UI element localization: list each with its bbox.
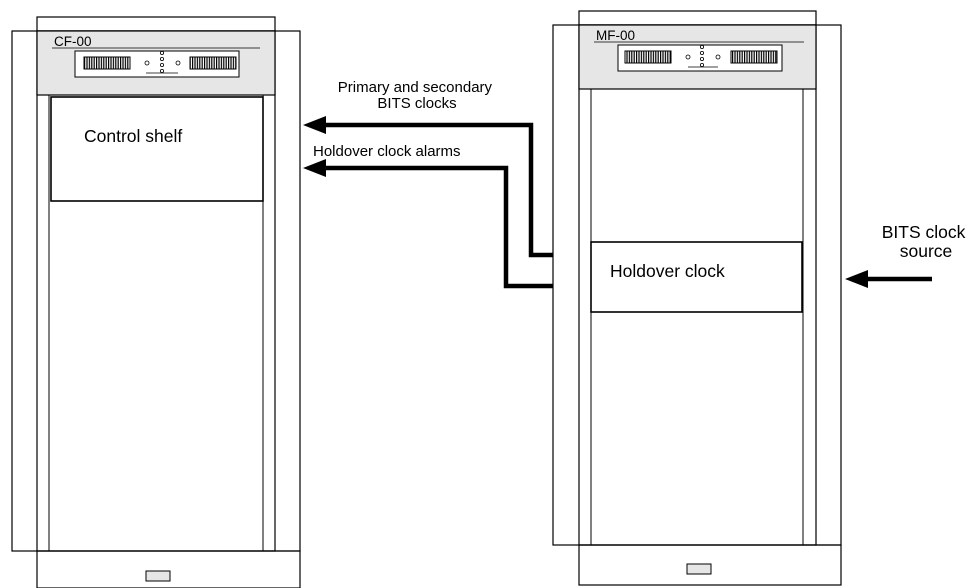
base-vent [686,563,712,575]
indicator-leds [144,51,181,74]
cabinet-top-cap [36,16,276,32]
cabinet-top-cap [578,10,817,26]
primary-secondary-clock-line [303,116,553,258]
display-left [83,56,131,70]
frame-label-mf00: MF-00 [596,28,635,43]
holdover-clock-box [590,241,803,313]
control-shelf-label: Control shelf [84,126,182,146]
holdover-clock-label: Holdover clock [610,261,725,281]
frame-label-cf00: CF-00 [54,34,92,49]
cabinet-base [36,550,301,588]
display-right [730,50,778,64]
primary-secondary-label-line2: BITS clocks [377,95,456,112]
control-shelf-box [50,96,264,202]
misc-frame-cabinet [552,10,842,586]
display-right [189,56,237,70]
control-frame-cabinet [11,16,301,588]
bits-source-line [845,270,932,288]
bits-source-label-line1: BITS clock [882,222,966,242]
indicator-leds [685,45,721,68]
primary-secondary-label-line1: Primary and secondary [338,79,493,96]
holdover-alarm-line [303,159,553,289]
cabinet-base [578,544,842,586]
bits-source-label-line2: source [900,241,953,261]
arrowhead-left [845,270,868,288]
display-left [624,50,672,64]
holdover-alarms-label: Holdover clock alarms [313,143,461,160]
primary-secondary-label: Primary and secondary BITS clocks [338,79,496,112]
arrowhead-left [303,159,326,177]
base-vent [145,570,171,582]
arrowhead-left [303,116,326,134]
bits-source-label: BITS clock source [882,222,969,261]
